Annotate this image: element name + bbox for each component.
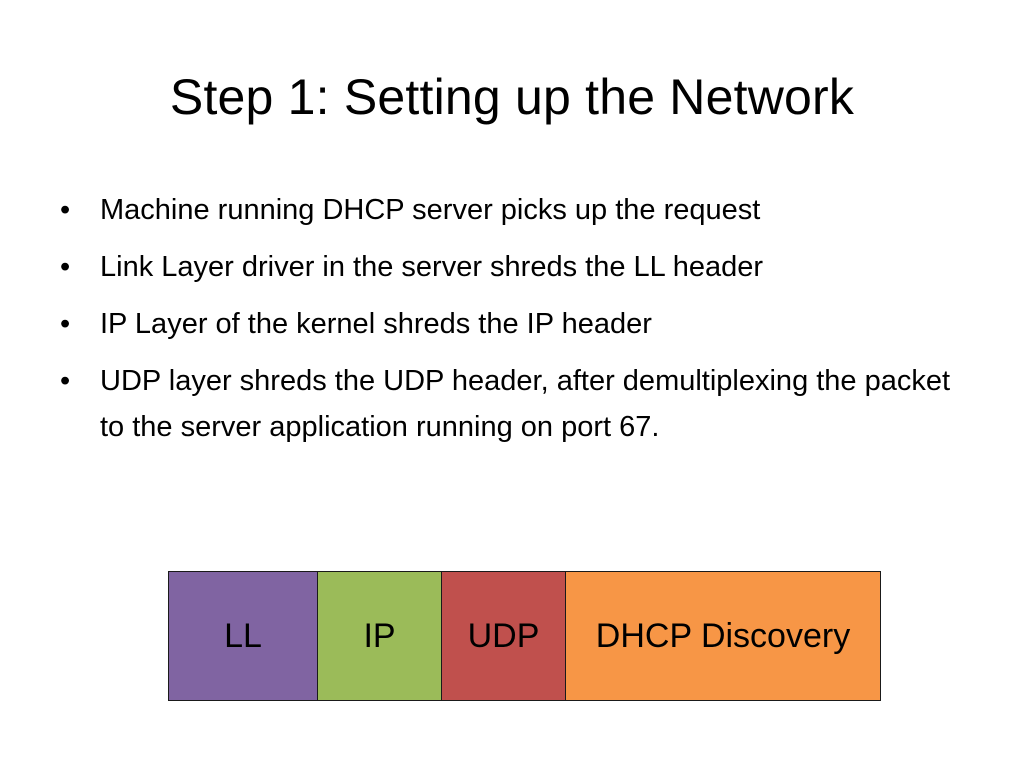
segment-label: DHCP Discovery (595, 616, 851, 655)
packet-segment-ll: LL (169, 572, 318, 700)
bullet-dot: • (60, 365, 71, 397)
slide-title: Step 1: Setting up the Network (169, 69, 855, 125)
packet-diagram: LL IP UDP DHCP Discovery (168, 571, 881, 701)
bullet-dot: • (60, 251, 71, 283)
segment-label: IP (363, 616, 396, 655)
segment-label: LL (224, 616, 262, 655)
segment-label: UDP (467, 616, 540, 655)
bullet-item: • Machine running DHCP server picks up t… (58, 187, 958, 233)
bullet-item: • IP Layer of the kernel shreds the IP h… (58, 301, 958, 347)
bullet-text: Machine running DHCP server picks up the… (100, 194, 761, 226)
bullet-dot: • (60, 308, 71, 340)
bullet-item: • UDP layer shreds the UDP header, after… (58, 358, 958, 450)
bullet-text: IP Layer of the kernel shreds the IP hea… (100, 308, 652, 340)
bullet-dot: • (60, 194, 71, 226)
bullet-text: UDP layer shreds the UDP header, after d… (100, 365, 951, 443)
bullet-list: • Machine running DHCP server picks up t… (58, 187, 958, 461)
packet-segment-dhcp-discovery: DHCP Discovery (566, 572, 880, 700)
bullet-text: Link Layer driver in the server shreds t… (100, 251, 764, 283)
packet-segment-udp: UDP (442, 572, 566, 700)
packet-segment-ip: IP (318, 572, 442, 700)
bullet-item: • Link Layer driver in the server shreds… (58, 244, 958, 290)
